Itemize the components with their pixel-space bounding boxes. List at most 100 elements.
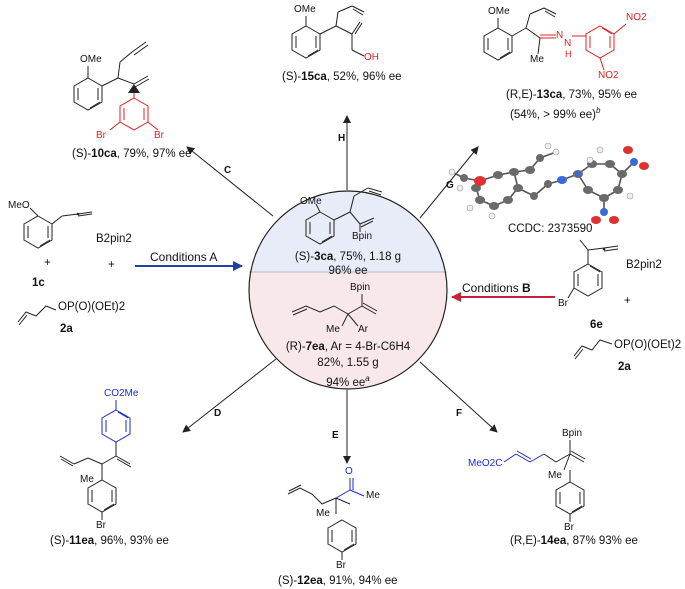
atom-br-12ea: Br	[336, 560, 346, 571]
center-outline	[248, 190, 448, 390]
caption-10ca-prefix: (S)-	[72, 148, 92, 160]
caption-15ca-prefix: (S)-	[282, 71, 302, 83]
structure-12ea-blue	[335, 478, 365, 499]
structure-11ea	[59, 442, 132, 520]
caption-3ca-prefix: (S)-	[294, 251, 315, 263]
caption-13ca: (R,E)-13ca, 73%, 95% ee	[506, 88, 637, 102]
caption-13ca-line2: (54%, > 99% ee)b	[510, 104, 600, 122]
atom-me-14ea: Me	[548, 470, 562, 481]
arrow-label-h: H	[338, 133, 346, 144]
caption-7ea-suffix: , Ar = 4-Br-C6H4	[324, 341, 411, 353]
arrow-d	[182, 358, 277, 433]
conditions-b-label: Conditions B	[462, 281, 531, 295]
structure-6e	[567, 239, 619, 299]
caption-11ea-detail: , 96%, 93% ee	[94, 535, 169, 547]
label-6e: 6e	[590, 319, 603, 331]
conditions-b-letter: B	[522, 281, 531, 295]
structure-15ca	[291, 5, 365, 59]
caption-10ca-compound: 10ca	[91, 148, 117, 160]
atom-br2-10ca: Br	[154, 130, 164, 141]
atom-br-14ea: Br	[564, 522, 574, 533]
atom-me-7ea: Me	[326, 324, 340, 335]
label-1c: 1c	[32, 277, 45, 289]
atom-br1-10ca: Br	[96, 130, 106, 141]
caption-13ca-prefix: (R,E)-	[506, 89, 537, 101]
atom-me-13ca: Me	[530, 54, 544, 65]
caption-12ea-compound: 12ea	[297, 575, 323, 587]
stereo-wedge-10ca	[128, 84, 140, 93]
caption-12ea-detail: , 91%, 94% ee	[322, 575, 398, 587]
atom-me-acyl-12ea: Me	[366, 490, 380, 501]
caption-10ca-detail: , 79%, 97% ee	[116, 148, 192, 160]
atom-br-11ea: Br	[96, 520, 106, 531]
caption-7ea-ee-note: a	[365, 374, 370, 383]
caption-14ea-prefix: (R,E)-	[510, 535, 541, 547]
group-phosphate-left: OP(O)(OEt)2	[58, 301, 126, 313]
plus-right: +	[624, 295, 631, 307]
atom-br-6e: Br	[558, 298, 568, 309]
structure-14ea-blue	[503, 450, 545, 463]
atom-nh-13ca-h: H	[565, 49, 572, 59]
structure-13ca-red	[540, 23, 627, 71]
plus-left-1: +	[44, 257, 51, 269]
label-2a-left: 2a	[60, 323, 73, 335]
conditions-a-label: Conditions A	[150, 250, 218, 264]
atom-ome-3ca: OMe	[300, 196, 322, 207]
caption-3ca: (S)-3ca, 75%, 1.18 g	[295, 250, 401, 264]
atom-o-12ea: O	[345, 466, 353, 477]
arrow-label-f: F	[456, 408, 463, 419]
structure-12ea	[287, 484, 357, 560]
caption-3ca-compound: 3ca	[314, 251, 334, 263]
center-circle	[248, 190, 448, 390]
caption-15ca-detail: , 52%, 96% ee	[326, 71, 402, 83]
reagent-b2pin2-left: B2pin2	[96, 233, 132, 245]
ccdc-label: CCDC: 2373590	[508, 223, 593, 235]
caption-7ea-compound: 7ea	[305, 341, 325, 353]
caption-3ca-ee: 96% ee	[328, 265, 368, 277]
caption-13ca-compound: 13ca	[536, 89, 563, 101]
arrow-f	[419, 361, 498, 433]
atom-bpin-14ea: Bpin	[562, 428, 583, 439]
atom-no2-1-13ca: NO2	[626, 12, 647, 23]
center-bottom-half	[249, 272, 447, 389]
atom-co2me-11ea: CO2Me	[104, 388, 139, 399]
atom-meo2c-14ea: MeO2C	[468, 458, 503, 469]
caption-15ca-compound: 15ca	[301, 71, 327, 83]
crystal-structure	[448, 142, 649, 224]
center-top-half	[250, 191, 446, 272]
caption-14ea: (R,E)-14ea, 87% 93% ee	[510, 534, 638, 548]
caption-15ca: (S)-15ca, 52%, 96% ee	[282, 70, 402, 84]
caption-7ea-yield: 82%, 1.55 g	[317, 357, 379, 369]
allene-center-dot-6e	[602, 247, 606, 251]
caption-7ea-ee: 94% ee	[326, 376, 366, 389]
atom-n1-13ca: N	[556, 30, 564, 41]
structure-2a-left	[17, 305, 57, 326]
atom-ome-13ca: OMe	[488, 6, 510, 17]
structure-7ea	[291, 294, 378, 327]
caption-3ca-yield: , 75%, 1.18 g	[333, 251, 402, 263]
atom-ar-7ea: Ar	[358, 324, 368, 335]
group-phosphate-right: OP(O)(OEt)2	[614, 339, 682, 351]
caption-11ea-prefix: (S)-	[50, 535, 70, 547]
atom-bpin-7ea: Bpin	[350, 282, 371, 293]
caption-13ca-line2-text: (54%, > 99% ee)	[510, 108, 596, 121]
structure-2a-right	[573, 339, 613, 360]
arrow-g	[419, 146, 479, 219]
atom-nh-13ca-n: N	[564, 38, 572, 49]
arrow-label-g: G	[446, 180, 454, 191]
caption-7ea-prefix: (R)-	[285, 341, 306, 353]
label-2a-right: 2a	[618, 361, 631, 373]
caption-14ea-compound: 14ea	[540, 535, 567, 547]
structure-11ea-blue	[101, 400, 131, 443]
atom-oh-15ca: OH	[364, 52, 379, 63]
caption-12ea-prefix: (S)-	[278, 575, 298, 587]
arrow-label-c: C	[224, 165, 232, 176]
conditions-b-prefix: Conditions	[462, 281, 523, 295]
structure-3ca	[305, 187, 383, 245]
arrow-c	[186, 146, 274, 217]
atom-me-12ea: Me	[316, 508, 330, 519]
atom-bpin-3ca: Bpin	[352, 231, 373, 242]
caption-13ca-note: b	[595, 106, 601, 115]
